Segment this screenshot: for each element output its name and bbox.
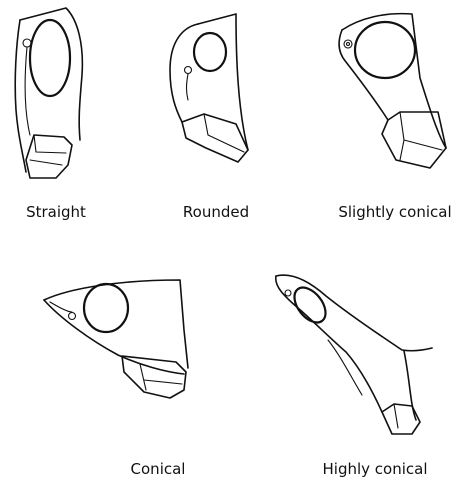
caption-straight: Straight bbox=[26, 203, 86, 221]
ocellus-icon bbox=[23, 39, 31, 47]
caption-highly-conical: Highly conical bbox=[323, 460, 428, 478]
ocellus-icon bbox=[69, 313, 76, 320]
ocellus-icon bbox=[344, 40, 352, 48]
head-conical-drawing bbox=[44, 280, 188, 398]
caption-rounded: Rounded bbox=[183, 203, 249, 221]
caption-slightly-conical: Slightly conical bbox=[338, 203, 451, 221]
head-highly-conical-drawing bbox=[276, 275, 432, 434]
head-slightly-conical-drawing bbox=[339, 14, 446, 168]
ocellus-icon bbox=[185, 67, 192, 74]
ocellus-icon bbox=[285, 290, 291, 296]
head-straight-drawing bbox=[15, 8, 82, 178]
eye-icon bbox=[355, 22, 415, 78]
caption-conical: Conical bbox=[131, 460, 186, 478]
head-rounded-drawing bbox=[170, 14, 248, 162]
eye-icon bbox=[194, 33, 226, 71]
eye-icon bbox=[84, 284, 128, 332]
eye-icon bbox=[30, 20, 70, 96]
